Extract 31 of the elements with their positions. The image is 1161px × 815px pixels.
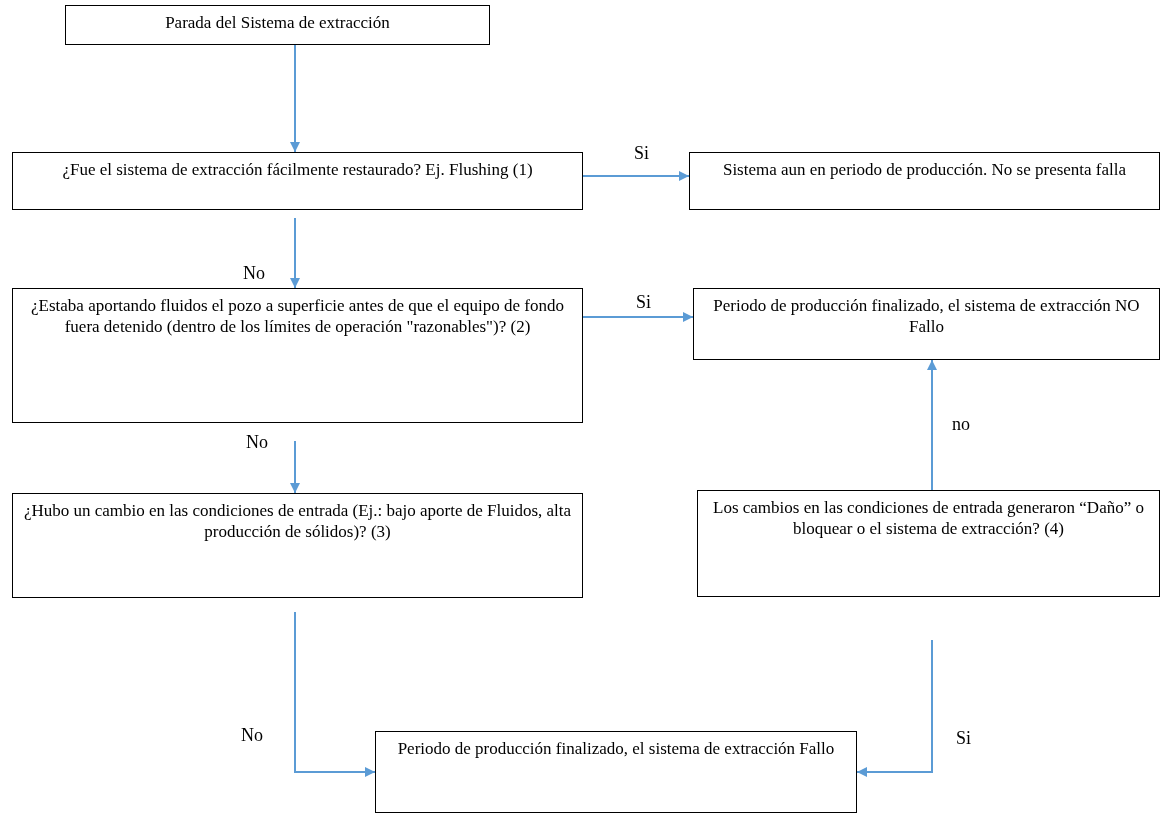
edge-label: No (243, 263, 265, 284)
box-text: ¿Estaba aportando fluidos el pozo a superficie antes de que el equipo de fondo fuera detenido (dentro de los límites de operación "razonables")? (2) (30, 295, 565, 337)
process-box (689, 152, 1160, 210)
box-text: Periodo de producción finalizado, el sistema de extracción Fallo (397, 738, 835, 759)
box-text: ¿Fue el sistema de extracción fácilmente restaurado? Ej. Flushing (1) (62, 159, 533, 180)
process-box (12, 288, 583, 423)
box-text: ¿Hubo un cambio en las condiciones de entrada (Ej.: bajo aporte de Fluidos, alta producción de sólidos)? (3) (22, 500, 573, 542)
box-text: Los cambios en las condiciones de entrada generaron “Daño” o bloquear o el sistema de extracción? (4) (712, 497, 1145, 539)
process-box (65, 5, 490, 45)
arrow (927, 359, 937, 491)
arrow (290, 217, 300, 289)
process-box (697, 490, 1160, 597)
box-text: Periodo de producción finalizado, el sistema de extracción NO Fallo (712, 295, 1141, 337)
arrow (290, 440, 300, 494)
arrow (582, 312, 694, 322)
process-box (375, 731, 857, 813)
box-text: Sistema aun en periodo de producción. No se presenta falla (722, 159, 1127, 180)
arrow (582, 171, 690, 181)
process-box (12, 493, 583, 598)
edge-label: No (246, 432, 268, 453)
box-text: Parada del Sistema de extracción (165, 12, 390, 33)
arrow (290, 44, 300, 153)
process-box (12, 152, 583, 210)
edge-label: Si (956, 728, 971, 749)
edge-label: No (241, 725, 263, 746)
arrow (856, 639, 933, 777)
edge-label: Si (636, 292, 651, 313)
process-box (693, 288, 1160, 360)
arrow (294, 611, 376, 777)
edge-label: no (952, 414, 970, 435)
edge-label: Si (634, 143, 649, 164)
